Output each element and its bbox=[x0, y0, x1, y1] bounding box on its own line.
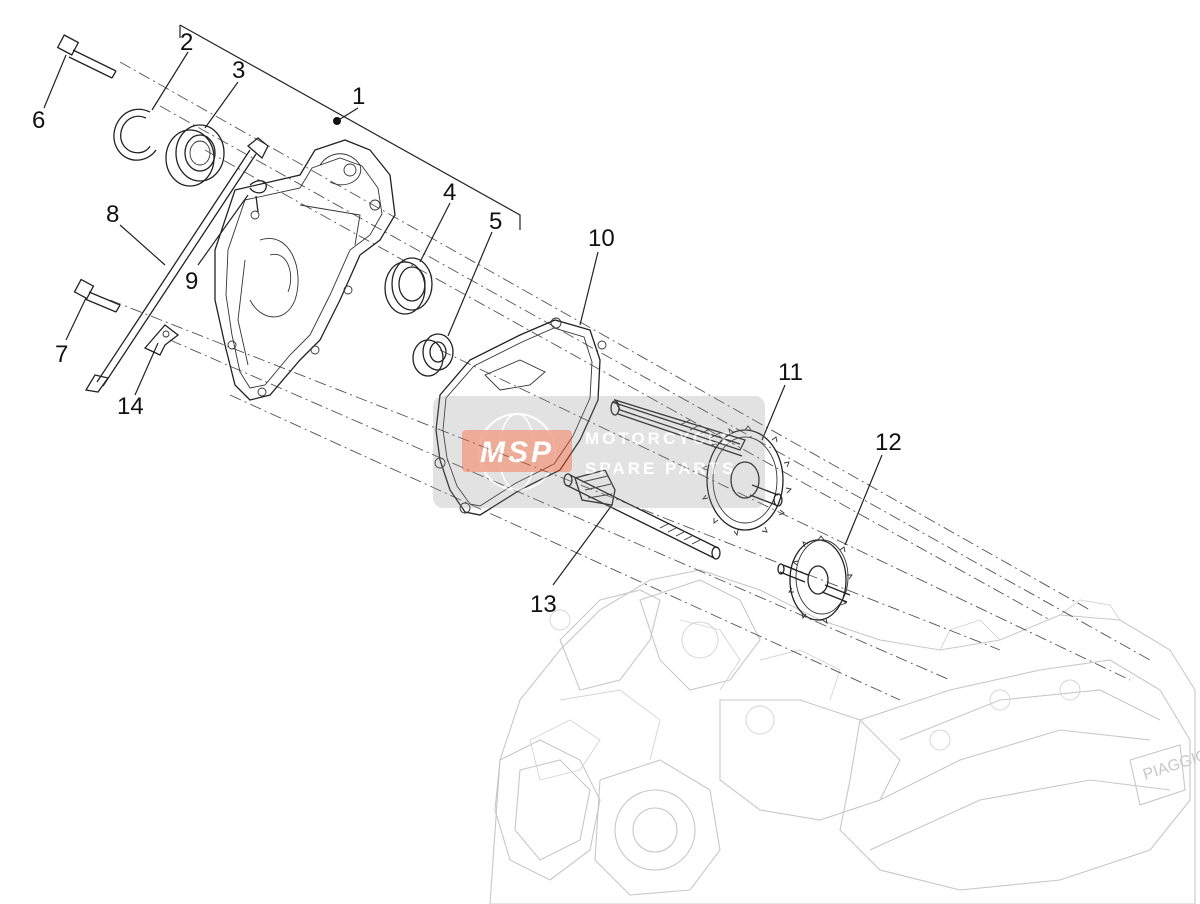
callout-5: 5 bbox=[489, 208, 502, 235]
group-bracket bbox=[179, 24, 521, 230]
watermark-line1: MOTORCYCLE bbox=[585, 429, 736, 448]
callout-4: 4 bbox=[443, 179, 456, 206]
watermark-logo: MSP bbox=[480, 436, 554, 469]
watermark-panel bbox=[433, 396, 765, 508]
callout-13: 13 bbox=[530, 591, 557, 618]
clamp-part-14 bbox=[143, 324, 180, 356]
gear-part-12 bbox=[777, 535, 853, 625]
bearing-part-5 bbox=[412, 333, 454, 377]
assembly-axes bbox=[109, 61, 1151, 701]
callout-12: 12 bbox=[875, 429, 902, 456]
callout-7: 7 bbox=[55, 341, 68, 368]
bearing-part-3 bbox=[165, 124, 225, 187]
callout-1: 1 bbox=[352, 83, 365, 110]
shaft-gear-part-11 bbox=[610, 398, 792, 537]
shaft-part-13 bbox=[563, 469, 721, 560]
watermark-logo-box bbox=[462, 430, 572, 472]
dipstick-part-8 bbox=[84, 137, 269, 393]
seal-part-4 bbox=[384, 257, 433, 315]
callout-10: 10 bbox=[588, 225, 615, 252]
callout-3: 3 bbox=[232, 57, 245, 84]
gasket-part-10 bbox=[434, 317, 607, 516]
watermark: MSP MOTORCYCLE SPARE PARTS bbox=[433, 396, 765, 508]
callout-9: 9 bbox=[185, 268, 198, 295]
leader-lines bbox=[43, 51, 883, 586]
circlip-part-2 bbox=[113, 108, 157, 161]
bolt-part-7 bbox=[73, 278, 121, 313]
engine-brand-text: PIAGGIO bbox=[1141, 747, 1200, 784]
clip-part-9 bbox=[249, 180, 267, 213]
cover-part-1 bbox=[214, 117, 396, 401]
callout-labels: 1 2 3 4 5 6 7 8 9 10 11 12 13 14 bbox=[32, 29, 902, 618]
callout-2: 2 bbox=[180, 29, 193, 56]
bolt-part-6 bbox=[56, 34, 117, 79]
callout-14: 14 bbox=[117, 393, 144, 420]
callout-11: 11 bbox=[778, 359, 803, 386]
callout-6: 6 bbox=[32, 107, 45, 134]
watermark-line2: SPARE PARTS bbox=[585, 459, 736, 478]
engine-background: PIAGGIO bbox=[489, 569, 1200, 904]
callout-8: 8 bbox=[106, 201, 119, 228]
